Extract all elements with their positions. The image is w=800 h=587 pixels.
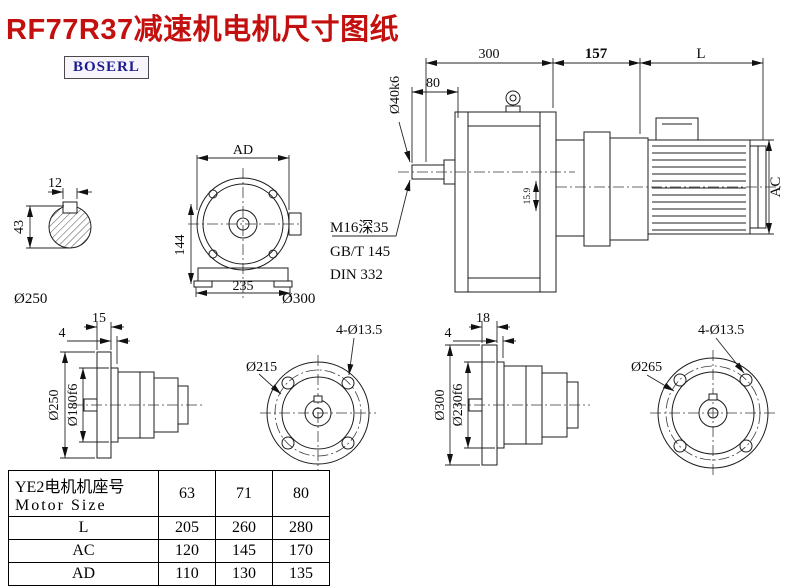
std-gbt-label: GB/T 145: [330, 244, 390, 260]
value-l-80: 280: [272, 516, 330, 540]
front-view-outline: [193, 177, 302, 288]
flange-od-right: [657, 357, 769, 469]
brand-logo: BOSERL: [64, 56, 149, 79]
dim-144-label: 144: [173, 235, 188, 256]
shaft-section-view: [26, 188, 92, 249]
value-l-63: 205: [158, 516, 216, 540]
value-ad-71: 130: [215, 562, 273, 586]
tap-note-label: M16深35: [330, 219, 388, 236]
value-ac-71: 145: [215, 539, 273, 563]
flange-right-spigot-label: Ø230f6: [451, 384, 466, 427]
flange-left-bolt-circle-label: Ø215: [246, 360, 277, 375]
flange-left-side-view: [60, 322, 205, 459]
flange-right-holes-label: 4-Ø13.5: [698, 323, 744, 338]
table-row-l: L 205 260 280: [8, 516, 330, 540]
dim-l-label: L: [696, 46, 705, 62]
flange-right-od-label: Ø300: [433, 389, 448, 420]
dim-ad-label: AD: [233, 143, 253, 158]
flange-right-spigot-depth-label: 4: [445, 326, 452, 341]
flange-right-thickness-label: 18: [476, 311, 490, 326]
mounting-base: [197, 267, 289, 282]
flange-left-holes-label: 4-Ø13.5: [336, 323, 382, 338]
value-ad-80: 135: [272, 562, 330, 586]
dim-300-label: 300: [479, 47, 500, 62]
value-ac-63: 120: [158, 539, 216, 563]
table-row-ad: AD 110 130 135: [8, 562, 330, 586]
flange-left-spigot-label: Ø180f6: [66, 384, 81, 427]
table-header-cell: YE2电机机座号 Motor Size: [8, 470, 159, 517]
value-ac-80: 170: [272, 539, 330, 563]
shaft-diameter-label: Ø40k6: [388, 76, 403, 114]
table-size-63: 63: [158, 470, 216, 517]
flange-right-side-view: [445, 321, 590, 466]
value-ad-63: 110: [158, 562, 216, 586]
motor-size-table: YE2电机机座号 Motor Size 63 71 80 L 205 260 2…: [8, 470, 330, 586]
flange-left-od-label: Ø250: [47, 389, 62, 420]
motor-assembly: [555, 117, 767, 247]
dim-key-label: 15.9: [523, 187, 533, 204]
row-label-ad: AD: [8, 562, 159, 586]
flange-left-dims: [60, 322, 130, 459]
eyebolt-ring: [505, 90, 521, 106]
flange-title-right: Ø300: [282, 291, 315, 307]
shaft-section-dims: [26, 188, 92, 249]
table-row-ac: AC 120 145 170: [8, 539, 330, 563]
table-header-en: Motor Size: [15, 496, 107, 514]
value-l-71: 260: [215, 516, 273, 540]
dim-235-label: 235: [233, 279, 254, 294]
gearbox-front-view: [188, 155, 302, 298]
page-title: RF77R37减速机电机尺寸图纸: [6, 14, 400, 46]
flange-left-face-view: [258, 337, 376, 471]
flange-left-spigot-depth-label: 4: [59, 326, 66, 341]
key-height-label: 43: [12, 220, 27, 234]
dim-80-label: 80: [426, 76, 440, 91]
table-header-row: YE2电机机座号 Motor Size 63 71 80: [8, 470, 330, 517]
flange-title-left: Ø250: [14, 291, 47, 307]
std-din-label: DIN 332: [330, 267, 383, 283]
flange-right-dims: [445, 321, 516, 466]
motor-fins: [652, 145, 746, 231]
flange-left-thickness-label: 15: [92, 311, 106, 326]
row-label-l: L: [8, 516, 159, 540]
front-view-dims: [188, 155, 291, 297]
table-size-71: 71: [215, 470, 273, 517]
gearbox-housing: [411, 90, 557, 293]
keyway-notch: [62, 201, 78, 214]
flange-right-bolt-circle-label: Ø265: [631, 360, 662, 375]
side-view-dimension-lines: [332, 58, 774, 237]
row-label-ac: AC: [8, 539, 159, 563]
dim-157-label: 157: [585, 46, 608, 62]
dim-ac-label: AC: [768, 177, 784, 198]
bolt-circle-left: [274, 369, 362, 457]
eyebolt-base: [505, 105, 521, 113]
table-header-cn: YE2电机机座号: [15, 478, 125, 496]
table-size-80: 80: [272, 470, 330, 517]
flange-od-left: [266, 361, 370, 465]
flange-right-face-view: [646, 337, 776, 476]
bolt-circle-right: [665, 365, 761, 461]
key-width-label: 12: [48, 176, 62, 191]
drawing-labels: 300 157 L 80 Ø40k6 AC 15.9 M16深35 GB/T 1…: [12, 46, 784, 426]
terminal-box: [655, 117, 699, 141]
